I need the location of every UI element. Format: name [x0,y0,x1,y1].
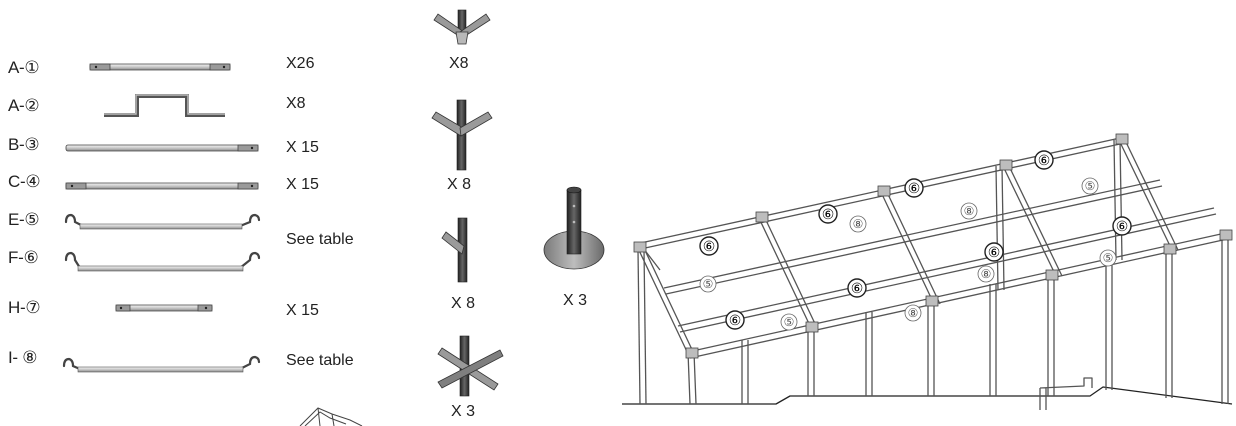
callout-6: ⑥ [904,178,924,198]
part-qty-a2: X8 [286,95,306,112]
svg-text:⑥: ⑥ [822,206,835,222]
part-label-a1: A-① [8,58,40,77]
callout-6: ⑥ [725,310,745,330]
svg-text:⑥: ⑥ [988,244,1001,260]
part-qty-b3: X 15 [286,139,319,156]
svg-text:⑧: ⑧ [853,217,864,231]
connector-qty-1: X8 [449,55,469,72]
svg-text:⑤: ⑤ [703,277,714,291]
connector-qty-4: X 3 [451,403,476,420]
svg-text:⑥: ⑥ [1038,152,1051,168]
frame-callouts: ⑥ ⑥ ⑥ ⑥ ⑥ ⑥ ⑥ ⑥ ⑥ ⑤ ⑤ ⑤ ⑤ ⑤ ⑧ ⑧ ⑧ ⑧ [699,150,1132,331]
svg-text:⑤: ⑤ [784,315,795,329]
foot-plate-qty: X 3 [563,292,588,309]
part-label-h7: H-⑦ [8,298,41,317]
callout-8: ⑧ [960,202,978,220]
tube-h7-icon [115,304,213,312]
svg-text:⑥: ⑥ [908,180,921,196]
svg-text:⑥: ⑥ [729,312,742,328]
callout-6: ⑥ [984,242,1004,262]
callout-6: ⑥ [847,278,867,298]
svg-text:⑧: ⑧ [908,306,919,320]
part-qty-i8: See table [286,352,354,369]
callout-8: ⑧ [849,215,867,233]
svg-text:⑧: ⑧ [964,204,975,218]
svg-text:⑥: ⑥ [851,280,864,296]
tube-a1-icon [89,63,231,71]
tube-b3-icon [65,144,259,152]
callout-6: ⑥ [1112,216,1132,236]
svg-text:⑥: ⑥ [703,238,716,254]
callout-6: ⑥ [1034,150,1054,170]
part-label-e5: E-⑤ [8,210,40,229]
connector-v3-icon [433,9,491,45]
svg-text:⑤: ⑤ [1103,251,1114,265]
frame-fragment-icon [299,407,363,426]
connector-qty-3: X 8 [451,295,476,312]
part-qty-a1: X26 [286,55,315,72]
tube-c4-icon [65,182,259,190]
connector-t-icon [441,217,468,283]
callout-5: ⑤ [780,313,798,331]
connector-4way-icon [431,99,493,171]
callout-5: ⑤ [699,275,717,293]
part-label-a2: A-② [8,96,40,115]
part-qty-c4: X 15 [286,176,319,193]
callout-6: ⑥ [699,236,719,256]
svg-text:⑤: ⑤ [1085,179,1096,193]
part-label-i8: I- ⑧ [8,348,38,367]
foot-plate-icon [543,186,605,270]
part-qty-f6: See table [286,231,354,248]
connector-qty-2: X 8 [447,176,472,193]
svg-text:⑧: ⑧ [981,267,992,281]
svg-text:⑥: ⑥ [1116,218,1129,234]
part-label-c4: C-④ [8,172,41,191]
part-qty-h7: X 15 [286,302,319,319]
part-label-f6: F-⑥ [8,248,39,267]
callout-5: ⑤ [1081,177,1099,195]
callout-6: ⑥ [818,204,838,224]
connector-cross-icon [437,335,504,397]
callout-8: ⑧ [977,265,995,283]
callout-5: ⑤ [1099,249,1117,267]
callout-8: ⑧ [904,304,922,322]
part-label-b3: B-③ [8,135,40,154]
bracket-a2-icon [104,94,225,117]
